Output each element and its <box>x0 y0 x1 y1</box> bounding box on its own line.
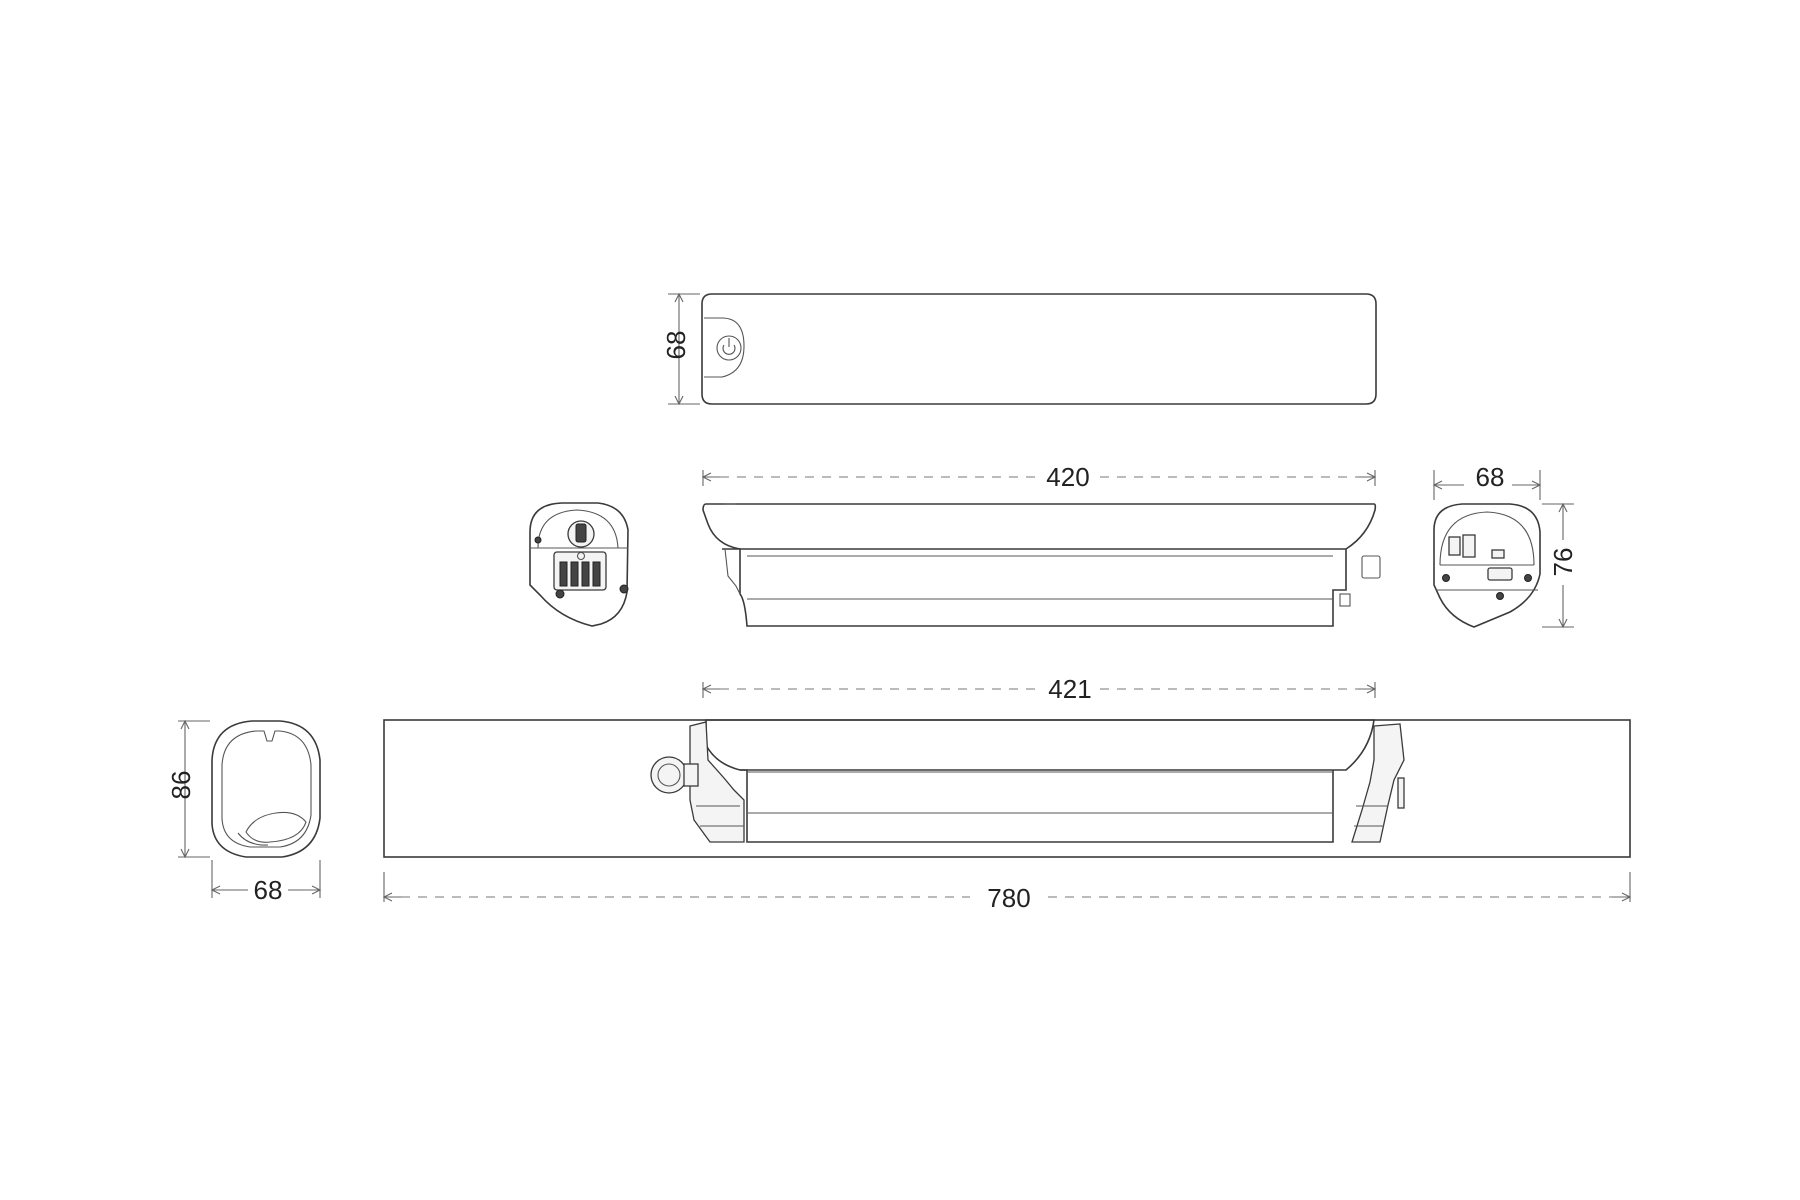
dimension-label-end-width: 68 <box>1476 462 1505 492</box>
end-view-right-cap <box>1439 511 1535 566</box>
dimension-label-overall-length: 780 <box>987 883 1030 913</box>
screw-icon <box>619 584 629 594</box>
mounted-battery-top-shell <box>705 719 1375 771</box>
end-view-left <box>529 502 629 627</box>
dimension-label-mount-length: 421 <box>1048 674 1091 704</box>
side-view-body <box>722 548 1347 627</box>
indicator-icon <box>1491 549 1505 559</box>
dimension-label-top-height: 68 <box>661 331 691 360</box>
dimension-side-length: 420 <box>701 462 1377 492</box>
side-view: 420 <box>701 462 1381 627</box>
dimension-label-profile-height: 86 <box>166 771 196 800</box>
top-view-lock-plate <box>704 317 745 378</box>
usb-port-icon <box>1487 567 1513 581</box>
switch-icon <box>1448 536 1461 556</box>
frame-tube-outline <box>383 719 1631 858</box>
end-view-right: 68 76 <box>1432 462 1578 629</box>
dimension-label-profile-width: 68 <box>254 875 283 905</box>
mounted-battery-body <box>740 769 1334 843</box>
battery-level-icon <box>575 523 587 543</box>
screw-icon <box>555 589 565 599</box>
left-mount-bracket <box>689 721 745 843</box>
screw-icon <box>534 536 542 544</box>
profile-view-slot <box>245 811 307 843</box>
dimension-top-height: 68 <box>661 292 700 406</box>
top-view: 68 <box>661 292 1377 406</box>
end-view-right-body <box>1433 503 1541 628</box>
plus-terminal-icon <box>576 551 586 561</box>
dimension-profile-width: 68 <box>210 860 322 905</box>
side-view-top-shell <box>702 503 1377 550</box>
power-icon <box>722 338 736 355</box>
top-view-lock-ring <box>716 335 742 361</box>
screw-icon <box>1524 574 1532 582</box>
screw-icon <box>1496 592 1504 600</box>
dimension-label-end-height: 76 <box>1548 548 1578 577</box>
right-mount-bracket <box>1351 723 1405 843</box>
dimension-end-width: 68 <box>1432 462 1542 500</box>
profile-view-inner <box>221 730 312 848</box>
dimension-profile-height: 86 <box>166 719 210 859</box>
dimension-end-height: 76 <box>1542 502 1578 629</box>
side-view-connector <box>1361 555 1381 579</box>
dimension-label-side-length: 420 <box>1046 462 1089 492</box>
dimension-mount-length: 421 <box>701 674 1377 704</box>
mounted-view: 421 780 <box>382 674 1632 913</box>
profile-view: 86 68 <box>166 719 322 905</box>
switch-icon <box>1462 534 1476 558</box>
screw-icon <box>1442 574 1450 582</box>
profile-view-outer <box>211 720 321 858</box>
top-view-body <box>701 293 1377 405</box>
dimension-overall-length: 780 <box>382 872 1632 913</box>
end-view-left-cap <box>537 509 619 549</box>
lock-cylinder-icon <box>650 756 688 794</box>
